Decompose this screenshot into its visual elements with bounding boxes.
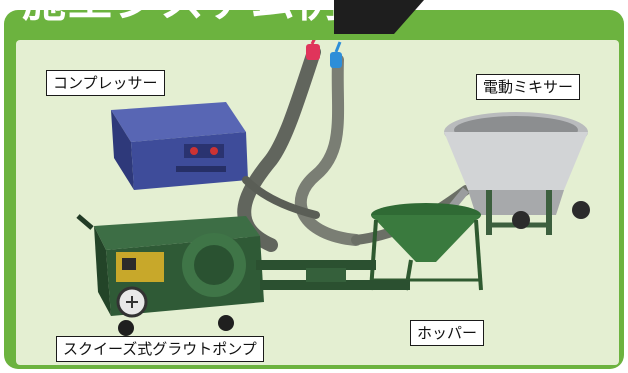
hopper-label: ホッパー <box>410 320 485 346</box>
title-tab-corner <box>334 0 424 34</box>
compressor-label: コンプレッサー <box>46 70 165 96</box>
hose-couplings <box>306 40 342 68</box>
page-title: 施工システム例 <box>22 0 343 27</box>
compressor-illustration <box>111 102 248 190</box>
diagram-frame: 施工システム例 <box>4 0 624 369</box>
squeeze-grout-pump-illustration <box>76 214 410 336</box>
electric-mixer-label: 電動ミキサー <box>476 74 581 100</box>
equipment-illustration <box>76 40 590 336</box>
illustration-panel: コンプレッサー 電動ミキサー ホッパー スクイーズ式グラウトポンプ <box>16 40 619 365</box>
electric-mixer-illustration <box>444 112 590 235</box>
hopper-illustration <box>369 203 483 291</box>
squeeze-grout-pump-label: スクイーズ式グラウトポンプ <box>56 336 264 362</box>
